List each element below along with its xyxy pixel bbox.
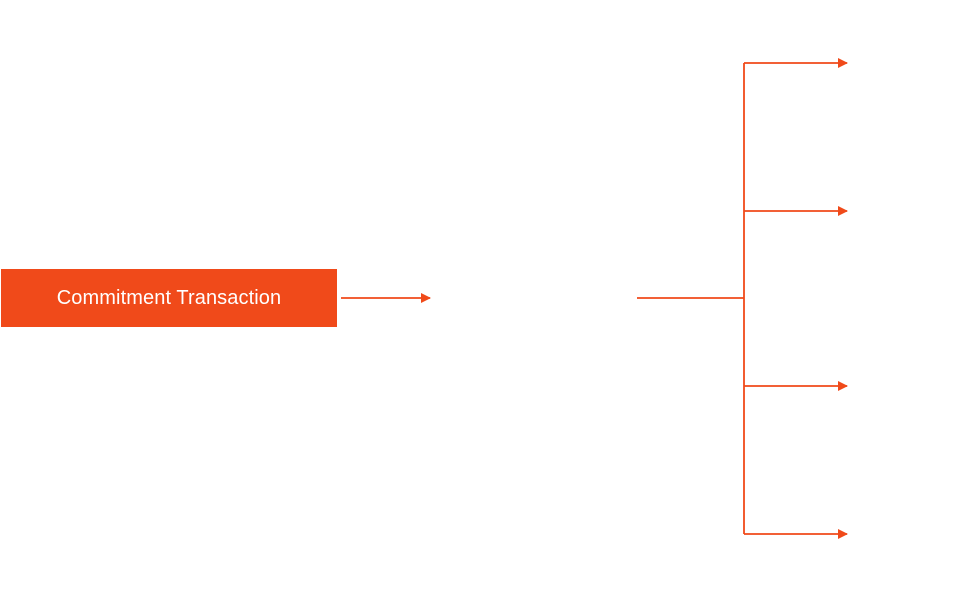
commitment-transaction-node: Commitment Transaction [1, 269, 337, 327]
commitment-transaction-label: Commitment Transaction [56, 286, 282, 309]
